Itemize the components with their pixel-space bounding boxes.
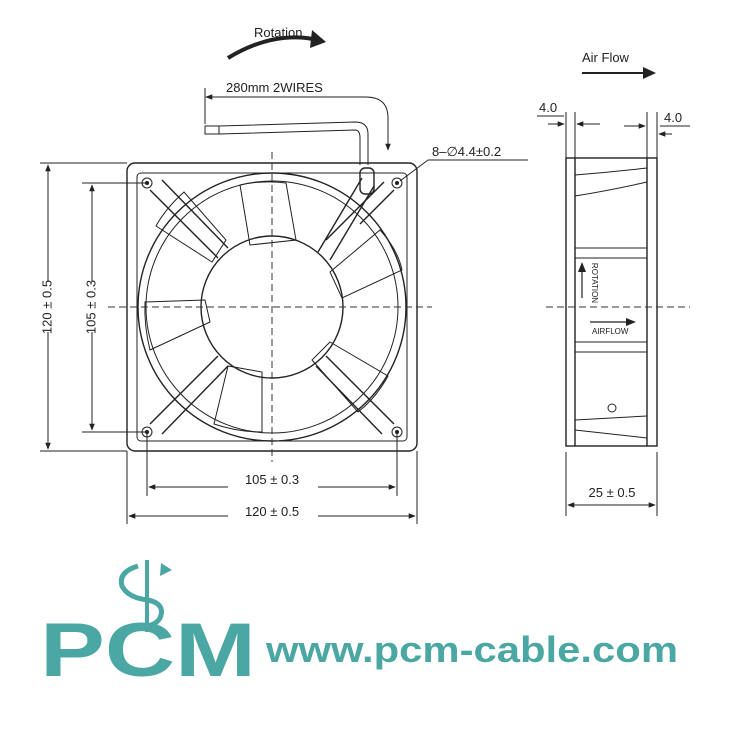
width-inner-dimension: 105 ± 0.3 <box>146 432 398 496</box>
front-view: 280mm 2WIRES Rotation 8–∅4.4±0.2 120 ± 0… <box>39 25 528 524</box>
width-inner-label: 105 ± 0.3 <box>245 472 299 487</box>
lead-wires <box>204 121 369 165</box>
arrow-right-icon <box>582 67 656 79</box>
height-outer-dimension: 120 ± 0.5 <box>39 162 127 452</box>
rotation-indicator: Rotation <box>226 25 326 60</box>
wire-channel <box>317 167 375 261</box>
fan-struts <box>149 179 395 435</box>
side-gap-left-label: 4.0 <box>539 100 557 115</box>
side-gap-right-label: 4.0 <box>664 110 682 125</box>
cable-s-icon <box>118 560 172 632</box>
depth-dimension: 25 ± 0.5 <box>565 452 658 516</box>
side-airflow-marker: AIRFLOW <box>590 318 636 336</box>
website-text: www.pcm-cable.com <box>265 629 678 670</box>
side-body <box>565 157 658 447</box>
wire-length-label: 280mm 2WIRES <box>226 80 323 95</box>
fan-blades <box>144 181 403 433</box>
depth-label: 25 ± 0.5 <box>589 485 636 500</box>
air-flow-label: Air Flow <box>582 50 630 65</box>
hole-spec-label: 8–∅4.4±0.2 <box>432 144 501 159</box>
side-flanges <box>574 158 648 446</box>
width-outer-dimension: 120 ± 0.5 <box>126 451 418 524</box>
side-gap-left-dimension: 4.0 <box>537 100 600 158</box>
height-inner-dimension: 105 ± 0.3 <box>82 182 147 433</box>
hole-callout: 8–∅4.4±0.2 <box>399 144 528 182</box>
width-outer-label: 120 ± 0.5 <box>245 504 299 519</box>
side-airflow-label: AIRFLOW <box>592 327 629 336</box>
side-view: Air Flow 4.0 4.0 <box>537 50 690 516</box>
height-inner-label: 105 ± 0.3 <box>83 280 98 334</box>
height-outer-label: 120 ± 0.5 <box>39 280 54 334</box>
side-gap-right-dimension: 4.0 <box>624 110 690 158</box>
wire-length-dimension: 280mm 2WIRES <box>204 80 391 151</box>
brand-logo: PCM www.pcm-cable.com <box>40 560 678 693</box>
side-rotation-label: ROTATION <box>590 263 599 303</box>
logo-text: PCM <box>40 608 256 693</box>
side-blade-profile <box>574 167 648 439</box>
curved-arrow-icon <box>226 35 319 60</box>
side-screw-hole <box>607 403 617 413</box>
side-rotation-marker: ROTATION <box>578 262 599 303</box>
